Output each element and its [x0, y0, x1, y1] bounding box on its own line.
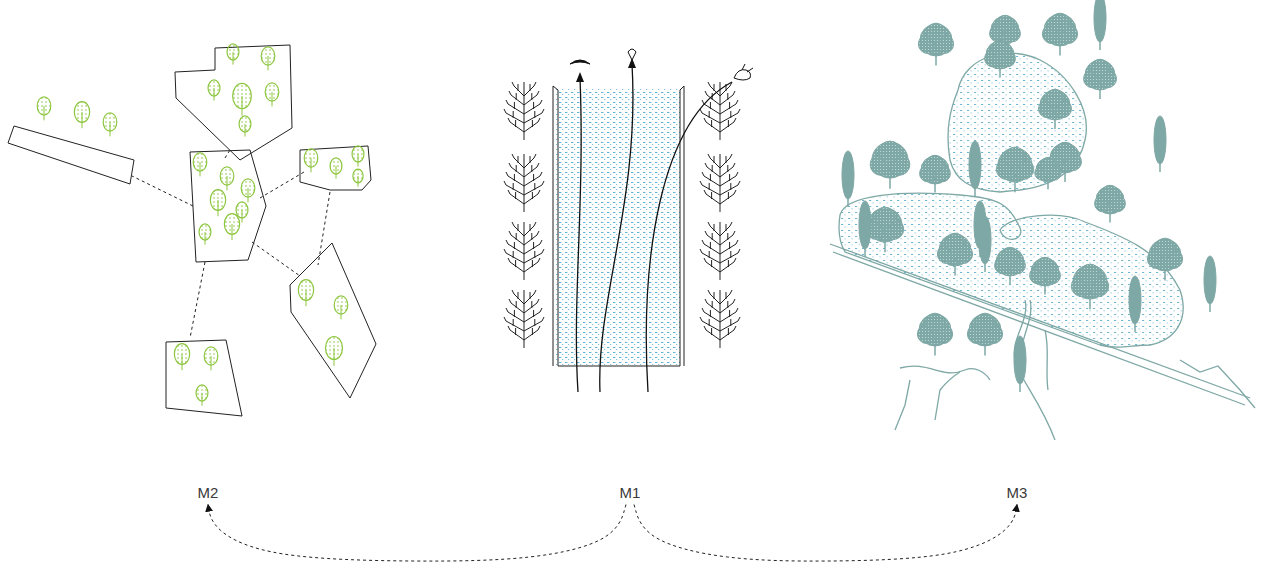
panel-label: M3	[1001, 482, 1034, 503]
river-corridor	[504, 49, 753, 392]
habitat-patches	[8, 44, 376, 416]
dashed-arrow	[634, 505, 1017, 562]
panel-label-text: M1	[620, 484, 641, 501]
panel-label: M2	[192, 482, 225, 503]
dashed-arrow	[208, 505, 626, 562]
panel-label: M1	[614, 482, 647, 503]
landscape-plan	[830, 0, 1255, 440]
panel-label-text: M2	[198, 484, 219, 501]
panel-label-text: M3	[1007, 484, 1028, 501]
